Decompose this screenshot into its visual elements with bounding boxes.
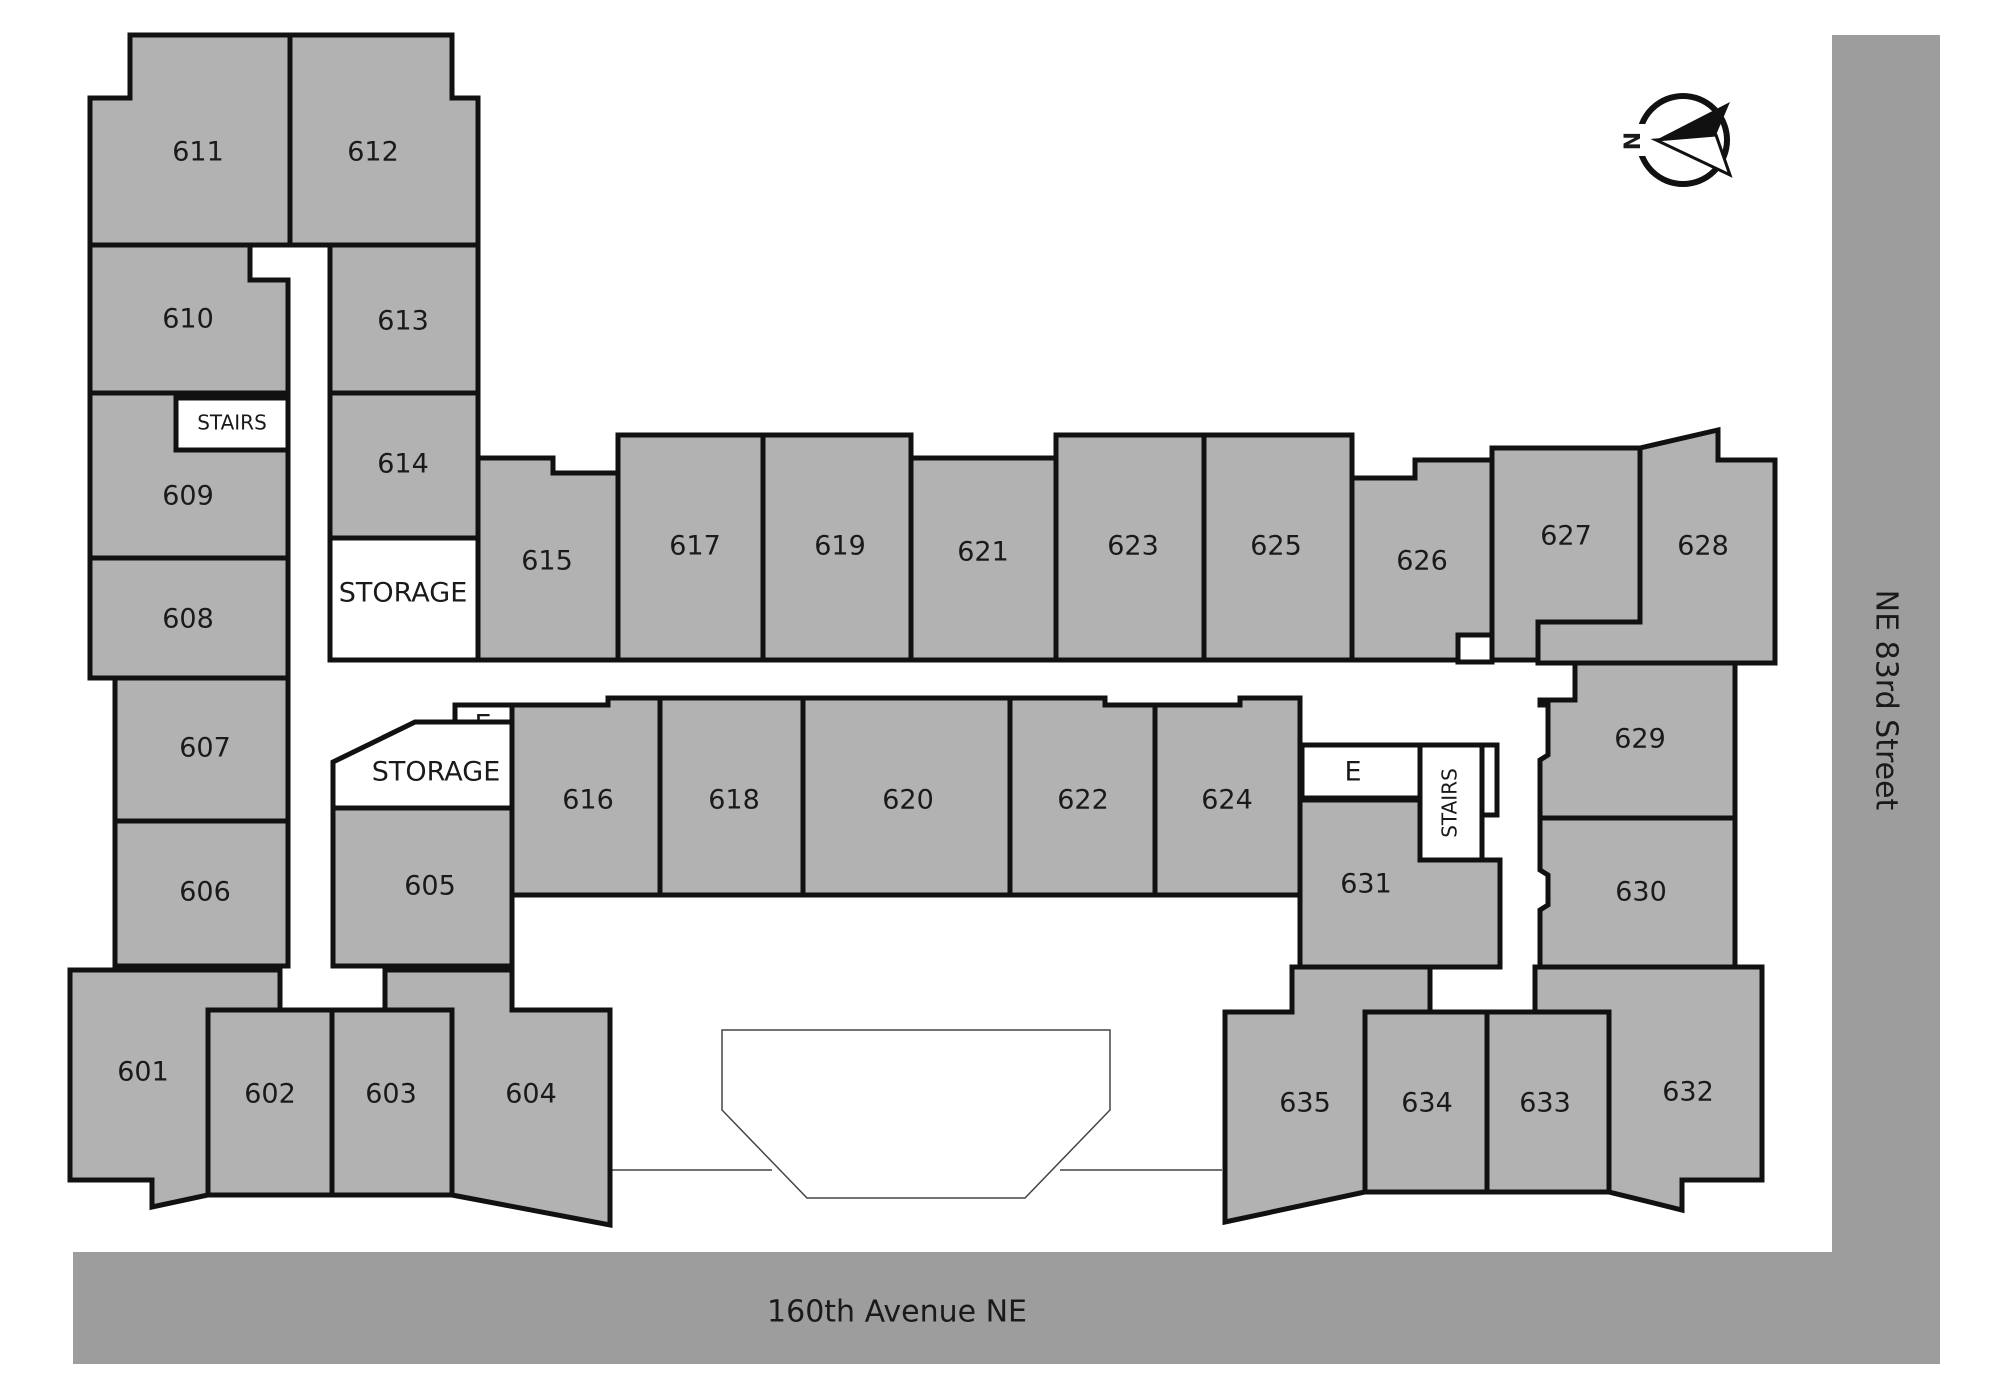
svg-text:607: 607 (179, 733, 231, 764)
room-602[interactable]: 602 (205, 1007, 335, 1198)
road-160th-avenue (73, 1252, 1940, 1364)
svg-text:617: 617 (669, 531, 721, 562)
svg-text:621: 621 (957, 537, 1009, 568)
street-label-160th: 160th Avenue NE (767, 1295, 1027, 1330)
room-624[interactable]: 624 (1152, 695, 1303, 898)
elevator-east: E (1299, 742, 1423, 801)
svg-text:601: 601 (117, 1057, 169, 1088)
svg-text:609: 609 (162, 481, 214, 512)
room-630[interactable]: 630 (1537, 815, 1738, 970)
svg-text:628: 628 (1677, 531, 1729, 562)
svg-text:STAIRS: STAIRS (1438, 768, 1462, 838)
svg-text:STORAGE: STORAGE (372, 757, 501, 788)
room-634[interactable]: 634 (1362, 1009, 1490, 1195)
room-611[interactable]: 611 (87, 32, 293, 248)
north-arrow-icon: N (1620, 93, 1733, 187)
svg-text:633: 633 (1519, 1088, 1571, 1119)
svg-text:635: 635 (1279, 1088, 1331, 1119)
room-603[interactable]: 603 (329, 1007, 455, 1198)
room-632[interactable]: 632 (1532, 964, 1765, 1214)
courtyard-outline (610, 1029, 1222, 1199)
stairs-east: STAIRS (1417, 742, 1500, 863)
storage-south: STORAGE (330, 719, 515, 811)
room-604[interactable]: 604 (382, 967, 613, 1229)
svg-text:623: 623 (1107, 531, 1159, 562)
svg-text:631: 631 (1340, 869, 1392, 900)
room-629[interactable]: 629 (1537, 660, 1738, 821)
room-612[interactable]: 612 (287, 32, 481, 248)
svg-text:615: 615 (521, 546, 573, 577)
svg-text:608: 608 (162, 604, 214, 635)
room-626[interactable]: 626 (1349, 457, 1495, 663)
svg-text:STAIRS: STAIRS (197, 411, 267, 435)
room-628[interactable]: 628 (1535, 426, 1778, 666)
stairs-west: STAIRS (173, 395, 291, 453)
room-625[interactable]: 625 (1201, 432, 1355, 663)
svg-text:614: 614 (377, 449, 429, 480)
room-615[interactable]: 615 (475, 455, 621, 663)
svg-text:630: 630 (1615, 877, 1667, 908)
svg-text:632: 632 (1662, 1077, 1714, 1108)
svg-text:618: 618 (708, 785, 760, 816)
svg-text:627: 627 (1540, 521, 1592, 552)
svg-text:613: 613 (377, 306, 429, 337)
room-606[interactable]: 606 (112, 818, 291, 969)
svg-text:616: 616 (562, 785, 614, 816)
svg-text:624: 624 (1201, 785, 1253, 816)
svg-text:625: 625 (1250, 531, 1302, 562)
room-623[interactable]: 623 (1053, 432, 1207, 663)
svg-text:E: E (1344, 757, 1361, 788)
road-ne-83rd-street (1832, 35, 1940, 1364)
svg-text:610: 610 (162, 304, 214, 335)
room-618[interactable]: 618 (657, 695, 806, 898)
svg-text:629: 629 (1614, 724, 1666, 755)
room-614[interactable]: 614 (327, 390, 481, 541)
svg-text:634: 634 (1401, 1088, 1453, 1119)
closet-626 (1455, 632, 1495, 665)
room-621[interactable]: 621 (908, 455, 1059, 663)
room-605[interactable]: 605 (330, 805, 515, 969)
svg-text:602: 602 (244, 1079, 296, 1110)
svg-text:619: 619 (814, 531, 866, 562)
room-610[interactable]: 610 (87, 242, 291, 396)
room-619[interactable]: 619 (760, 432, 914, 663)
room-608[interactable]: 608 (87, 555, 291, 681)
room-633[interactable]: 633 (1484, 1009, 1612, 1195)
svg-text:620: 620 (882, 785, 934, 816)
room-607[interactable]: 607 (112, 675, 291, 824)
storage-north: STORAGE (327, 535, 481, 663)
svg-text:604: 604 (505, 1079, 557, 1110)
svg-text:622: 622 (1057, 785, 1109, 816)
svg-text:605: 605 (404, 871, 456, 902)
room-622[interactable]: 622 (1007, 695, 1158, 898)
svg-text:603: 603 (365, 1079, 417, 1110)
svg-text:626: 626 (1396, 546, 1448, 577)
svg-text:STORAGE: STORAGE (339, 578, 468, 609)
room-617[interactable]: 617 (615, 432, 766, 663)
street-label-83rd: NE 83rd Street (1869, 590, 1904, 811)
svg-text:611: 611 (172, 137, 224, 168)
room-616[interactable]: 616 (509, 695, 663, 898)
svg-text:612: 612 (347, 137, 399, 168)
svg-text:N: N (1621, 132, 1646, 150)
svg-text:606: 606 (179, 877, 231, 908)
room-613[interactable]: 613 (327, 242, 481, 396)
room-620[interactable]: 620 (800, 695, 1013, 898)
